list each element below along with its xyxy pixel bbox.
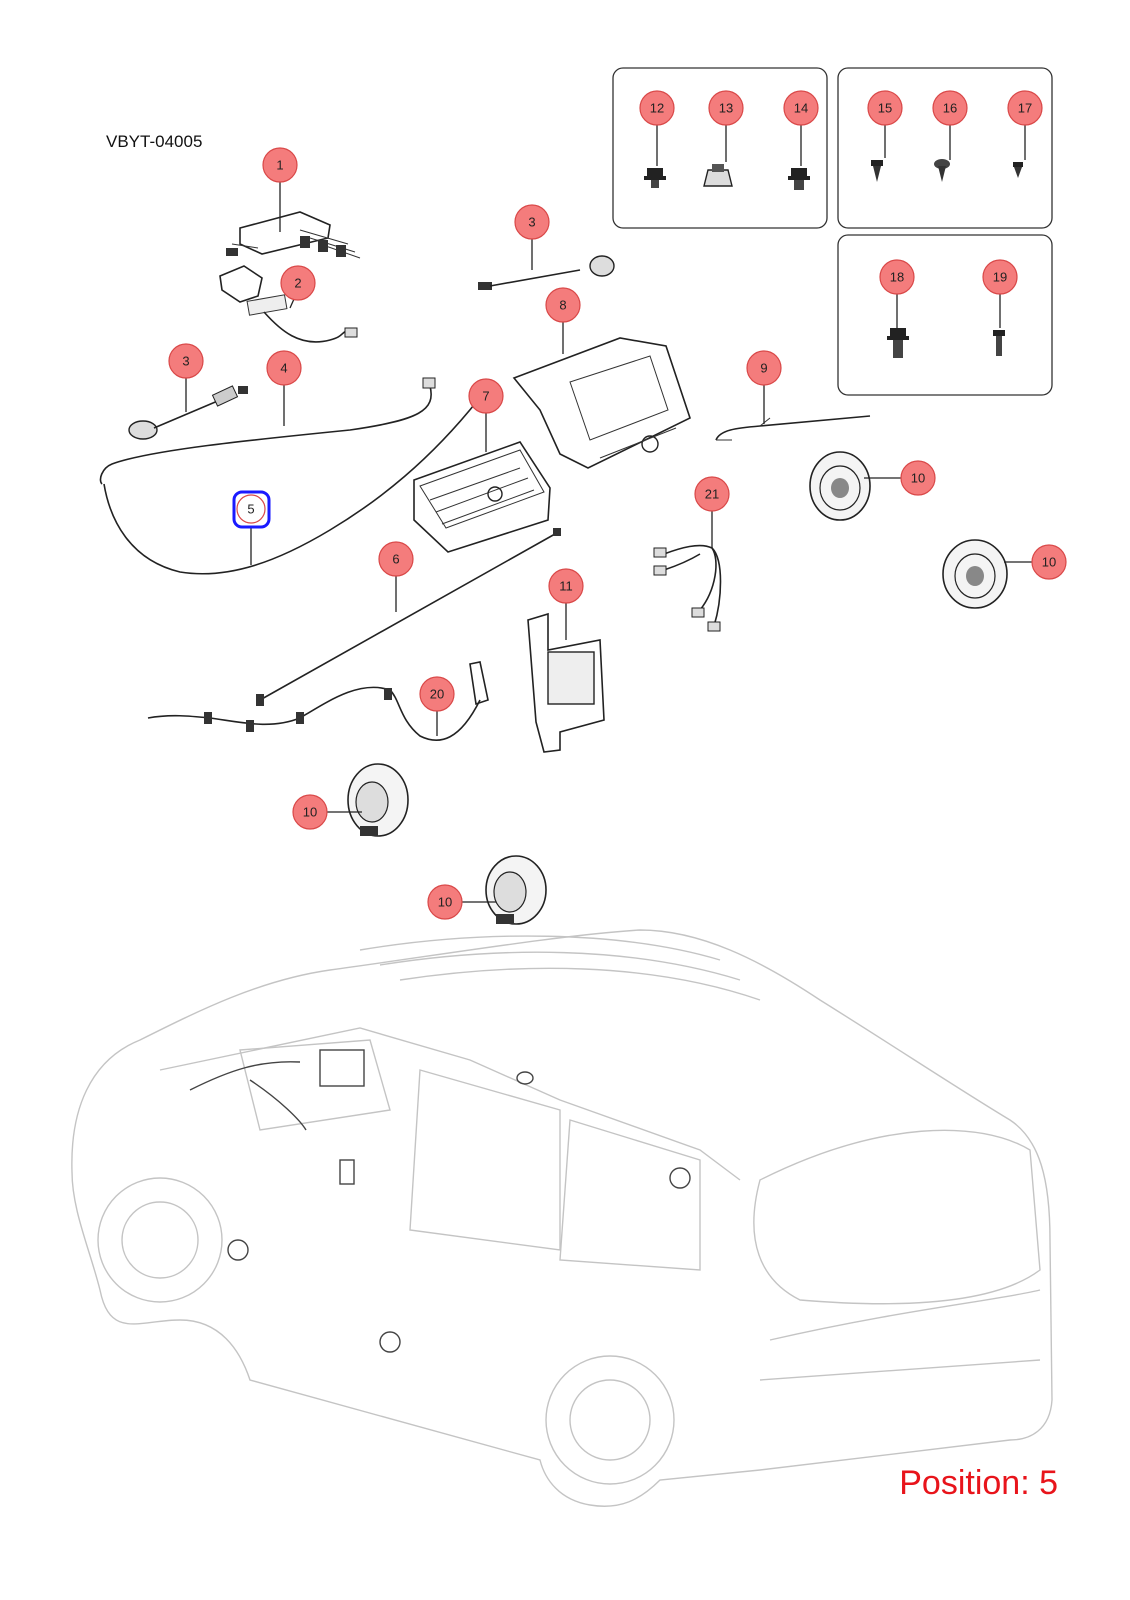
callout-18[interactable]: 18 bbox=[879, 259, 915, 295]
part-20-harness bbox=[147, 661, 489, 741]
callout-14[interactable]: 14 bbox=[783, 90, 819, 126]
callout-10-a[interactable]: 10 bbox=[900, 460, 936, 496]
callout-17[interactable]: 17 bbox=[1007, 90, 1043, 126]
speaker-10-a bbox=[809, 451, 871, 521]
callout-10-c[interactable]: 10 bbox=[292, 794, 328, 830]
callout-19-label: 19 bbox=[993, 270, 1007, 285]
callout-8-label: 8 bbox=[559, 298, 566, 313]
callout-1-label: 1 bbox=[276, 158, 283, 173]
callout-21-label: 21 bbox=[705, 487, 719, 502]
part-11-module bbox=[527, 612, 605, 753]
part-4-5-cable bbox=[99, 377, 479, 575]
callout-7[interactable]: 7 bbox=[468, 378, 504, 414]
callout-2-label: 2 bbox=[294, 276, 301, 291]
speaker-10-d bbox=[485, 855, 547, 925]
callout-20[interactable]: 20 bbox=[419, 676, 455, 712]
diagram-reference-code: VBYT-04005 bbox=[106, 132, 203, 151]
callout-6[interactable]: 6 bbox=[378, 541, 414, 577]
callout-13[interactable]: 13 bbox=[708, 90, 744, 126]
callout-10-a-label: 10 bbox=[911, 471, 925, 486]
fastener-box-15-17 bbox=[837, 67, 1053, 229]
callout-21[interactable]: 21 bbox=[694, 476, 730, 512]
leader-lines bbox=[185, 124, 1032, 903]
screw-17-part bbox=[1013, 162, 1023, 178]
part-1-module bbox=[219, 211, 361, 303]
fastener-box-18-19 bbox=[837, 234, 1053, 396]
bolt-14-part bbox=[788, 168, 810, 190]
clip-13-part bbox=[703, 164, 733, 187]
callout-16-label: 16 bbox=[943, 101, 957, 116]
callout-15[interactable]: 15 bbox=[867, 90, 903, 126]
callout-20-label: 20 bbox=[430, 687, 444, 702]
callout-4[interactable]: 4 bbox=[266, 350, 302, 386]
part-3-cable-left bbox=[128, 385, 248, 440]
fastener-box-12-14 bbox=[612, 67, 828, 229]
part-3-cable-right bbox=[478, 255, 615, 290]
callout-10-d-label: 10 bbox=[438, 895, 452, 910]
callout-5-label: 5 bbox=[247, 502, 254, 517]
part-6-rod bbox=[256, 528, 561, 706]
bolt-12-part bbox=[644, 168, 666, 188]
callout-6-label: 6 bbox=[392, 552, 399, 567]
callout-9[interactable]: 9 bbox=[746, 350, 782, 386]
speaker-10-b bbox=[942, 539, 1008, 609]
van-illustration bbox=[71, 929, 1053, 1507]
part-7-control-panel bbox=[413, 441, 551, 553]
callout-14-label: 14 bbox=[794, 101, 808, 116]
selected-position-label: Position: 5 bbox=[899, 1464, 1058, 1502]
callout-3-right-label: 3 bbox=[528, 215, 535, 230]
speaker-10-c bbox=[347, 763, 409, 837]
part-21-split-cable bbox=[653, 544, 722, 632]
callout-10-b-label: 10 bbox=[1042, 555, 1056, 570]
callout-3-right[interactable]: 3 bbox=[514, 204, 550, 240]
callout-4-label: 4 bbox=[280, 361, 287, 376]
callout-2[interactable]: 2 bbox=[280, 265, 316, 301]
screw-15-part bbox=[871, 160, 883, 182]
bolt-18-part bbox=[887, 328, 909, 358]
callout-18-label: 18 bbox=[890, 270, 904, 285]
part-2-harness bbox=[246, 294, 358, 343]
callout-19[interactable]: 19 bbox=[982, 259, 1018, 295]
callout-11-label: 11 bbox=[559, 579, 573, 594]
screw-19-part bbox=[993, 330, 1005, 356]
callout-10-b[interactable]: 10 bbox=[1031, 544, 1067, 580]
callout-1[interactable]: 1 bbox=[262, 147, 298, 183]
callout-17-label: 17 bbox=[1018, 101, 1032, 116]
callout-3-left-label: 3 bbox=[182, 354, 189, 369]
callout-16[interactable]: 16 bbox=[932, 90, 968, 126]
callout-11[interactable]: 11 bbox=[548, 568, 584, 604]
callout-13-label: 13 bbox=[719, 101, 733, 116]
screw-16-part bbox=[934, 159, 950, 182]
part-9-antenna bbox=[715, 415, 871, 441]
callout-15-label: 15 bbox=[878, 101, 892, 116]
callout-8[interactable]: 8 bbox=[545, 287, 581, 323]
callout-10-c-label: 10 bbox=[303, 805, 317, 820]
callout-9-label: 9 bbox=[760, 361, 767, 376]
part-8-head-unit bbox=[512, 337, 691, 469]
callout-7-label: 7 bbox=[482, 389, 489, 404]
callout-12-label: 12 bbox=[650, 101, 664, 116]
callout-3-left[interactable]: 3 bbox=[168, 343, 204, 379]
callout-5[interactable]: 5 bbox=[232, 490, 271, 529]
callout-12[interactable]: 12 bbox=[639, 90, 675, 126]
callout-10-d[interactable]: 10 bbox=[427, 884, 463, 920]
